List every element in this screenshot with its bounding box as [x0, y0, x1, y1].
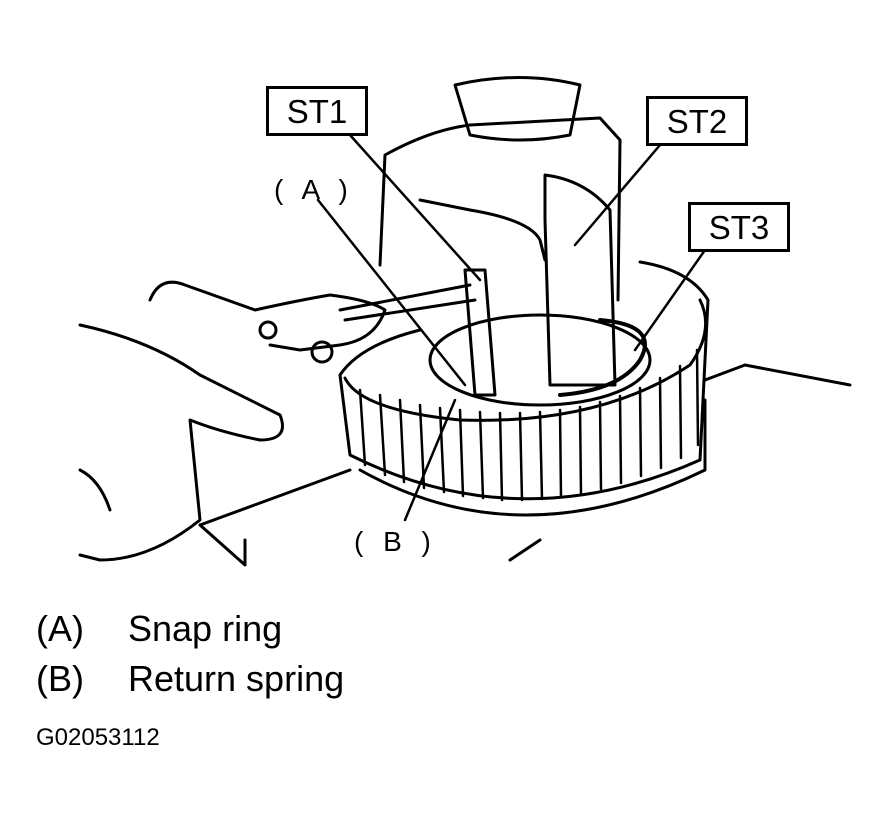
drum-splines [358, 348, 700, 502]
st1-blade [463, 268, 497, 397]
tool-assembly-illustration [78, 76, 852, 567]
pliers-pivot [310, 340, 334, 364]
legend-key: (A) [36, 608, 84, 649]
leader-st3 [633, 248, 707, 352]
callout-b: ( B ) [354, 526, 437, 557]
legend-key: (B) [36, 658, 84, 699]
leader-st2 [573, 143, 662, 247]
st2-plate [543, 173, 617, 387]
figure-code: G02053112 [36, 724, 160, 751]
leader-st1 [348, 133, 482, 282]
callout-a: ( A ) [274, 174, 354, 205]
snap-ring [558, 318, 647, 397]
pliers [148, 280, 387, 352]
legend-text: Return spring [128, 658, 345, 699]
leader-a [316, 198, 467, 387]
callout-st3: ST3 [688, 202, 790, 252]
workbench-edge [198, 363, 852, 567]
callout-st1: ST1 [266, 86, 368, 136]
drum-base [358, 398, 707, 517]
leader-b [403, 398, 457, 522]
legend-item: (A) Snap ring [36, 608, 282, 650]
spring-retainer [428, 313, 652, 407]
callout-st2: ST2 [646, 96, 748, 146]
st2-frame [378, 116, 622, 302]
legend-item: (B) Return spring [36, 658, 344, 700]
st2-cylinder [453, 76, 582, 142]
legend-text: Snap ring [128, 608, 283, 649]
st2-frame-inner [418, 198, 547, 262]
st1-arm [338, 283, 477, 322]
hand [78, 323, 284, 562]
clutch-drum [338, 260, 710, 501]
drum-rim [343, 298, 708, 422]
